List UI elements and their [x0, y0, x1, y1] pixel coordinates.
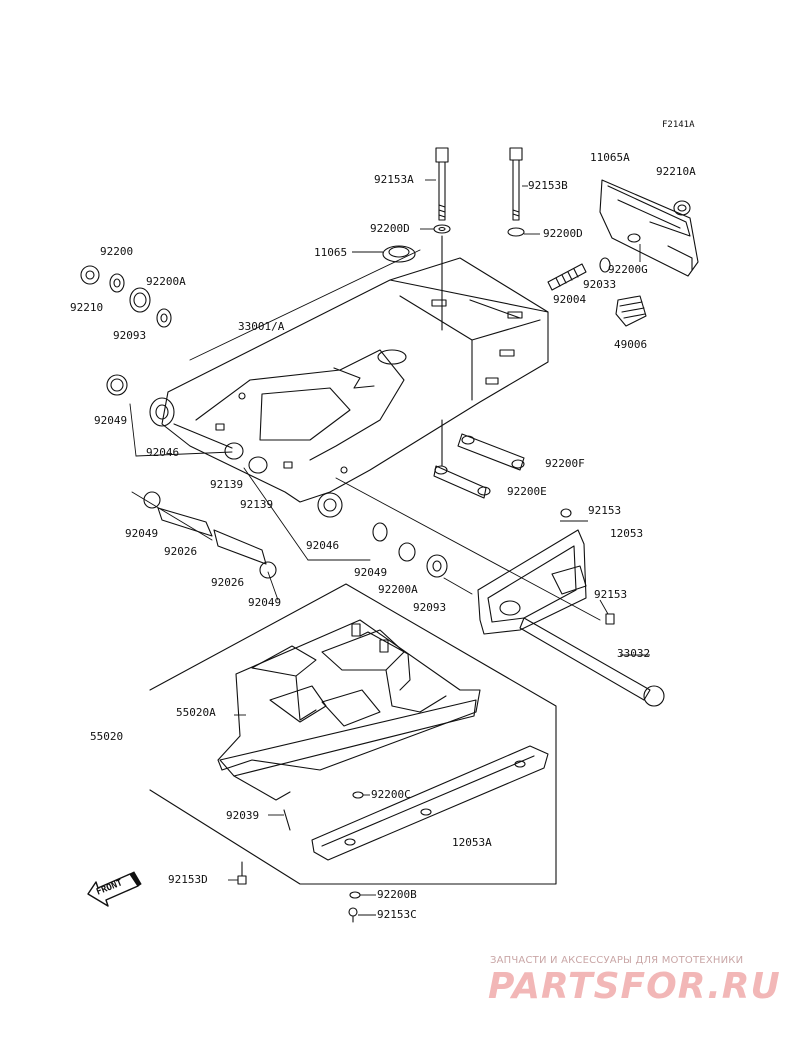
diagram-code: F2141A [662, 120, 695, 130]
part-label[interactable]: 92200A [146, 275, 186, 288]
part-label[interactable]: 92049 [354, 566, 388, 579]
plates-92200e-f-drawing [433, 419, 525, 499]
part-label[interactable]: 92046 [146, 446, 180, 459]
watermark-tagline: ЗАПЧАСТИ И АКСЕССУАРЫ ДЛЯ МОТОТЕХНИКИ [490, 955, 744, 966]
watermark-logo: PARTSFOR.RU [488, 966, 781, 1007]
part-label[interactable]: 92039 [226, 809, 260, 822]
part-label[interactable]: 92049 [94, 414, 128, 427]
part-label[interactable]: 92093 [413, 601, 447, 614]
part-label[interactable]: 92033 [583, 278, 617, 291]
part-label[interactable]: 92210 [70, 301, 104, 314]
part-label[interactable]: 92153B [528, 179, 568, 192]
front-arrow-icon [87, 871, 142, 907]
pivot-sleeves-92026-drawing [143, 491, 448, 579]
part-label[interactable]: 92200 [100, 245, 134, 258]
part-label[interactable]: 33032 [617, 647, 651, 660]
part-label[interactable]: 92139 [210, 478, 244, 491]
part-label[interactable]: 92153C [377, 908, 417, 921]
part-label[interactable]: 92093 [113, 329, 147, 342]
part-label[interactable]: 92200B [377, 888, 417, 901]
part-label[interactable]: 92026 [164, 545, 198, 558]
part-label[interactable]: 92004 [553, 293, 587, 306]
part-label[interactable]: 92200G [608, 263, 648, 276]
part-label[interactable]: 12053A [452, 836, 492, 849]
part-label[interactable]: 92139 [240, 498, 274, 511]
part-label[interactable]: 92200D [543, 227, 583, 240]
chain-adjuster-12053-drawing [477, 508, 615, 635]
bolt-92153b-drawing [507, 147, 525, 237]
part-label[interactable]: 92049 [248, 596, 282, 609]
slider-12053a-drawing [311, 745, 549, 861]
part-label[interactable]: 92153 [588, 504, 622, 517]
part-label[interactable]: 92200F [545, 457, 585, 470]
part-label[interactable]: 11065A [590, 151, 630, 164]
part-label[interactable]: 92200C [371, 788, 411, 801]
part-label[interactable]: 92210A [656, 165, 696, 178]
part-label[interactable]: 92200A [378, 583, 418, 596]
part-label[interactable]: 33001/A [238, 320, 285, 333]
part-label[interactable]: 92049 [125, 527, 159, 540]
part-label[interactable]: 92046 [306, 539, 340, 552]
part-label[interactable]: 92153D [168, 873, 208, 886]
part-label[interactable]: 92026 [211, 576, 245, 589]
part-label[interactable]: 12053 [610, 527, 644, 540]
part-label[interactable]: 55020 [90, 730, 124, 743]
boot-49006-drawing [615, 295, 647, 327]
part-label[interactable]: 11065 [314, 246, 348, 259]
bolt-92153a-drawing [433, 147, 451, 331]
part-label[interactable]: 92153A [374, 173, 414, 186]
part-label[interactable]: 49006 [614, 338, 648, 351]
chain-guide-11065a-drawing [599, 179, 699, 277]
axle-33032-drawing [519, 617, 665, 707]
part-label[interactable]: 55020A [176, 706, 216, 719]
skid-plate-55020-drawing [149, 583, 557, 885]
part-label[interactable]: 92200E [507, 485, 547, 498]
part-label[interactable]: 92153 [594, 588, 628, 601]
stud-92004-drawing [547, 263, 587, 291]
swing-arm-33001-drawing [149, 257, 549, 518]
part-label[interactable]: 92200D [370, 222, 410, 235]
left-hardware-drawing [80, 265, 172, 396]
grommet-11065-drawing [382, 245, 416, 263]
